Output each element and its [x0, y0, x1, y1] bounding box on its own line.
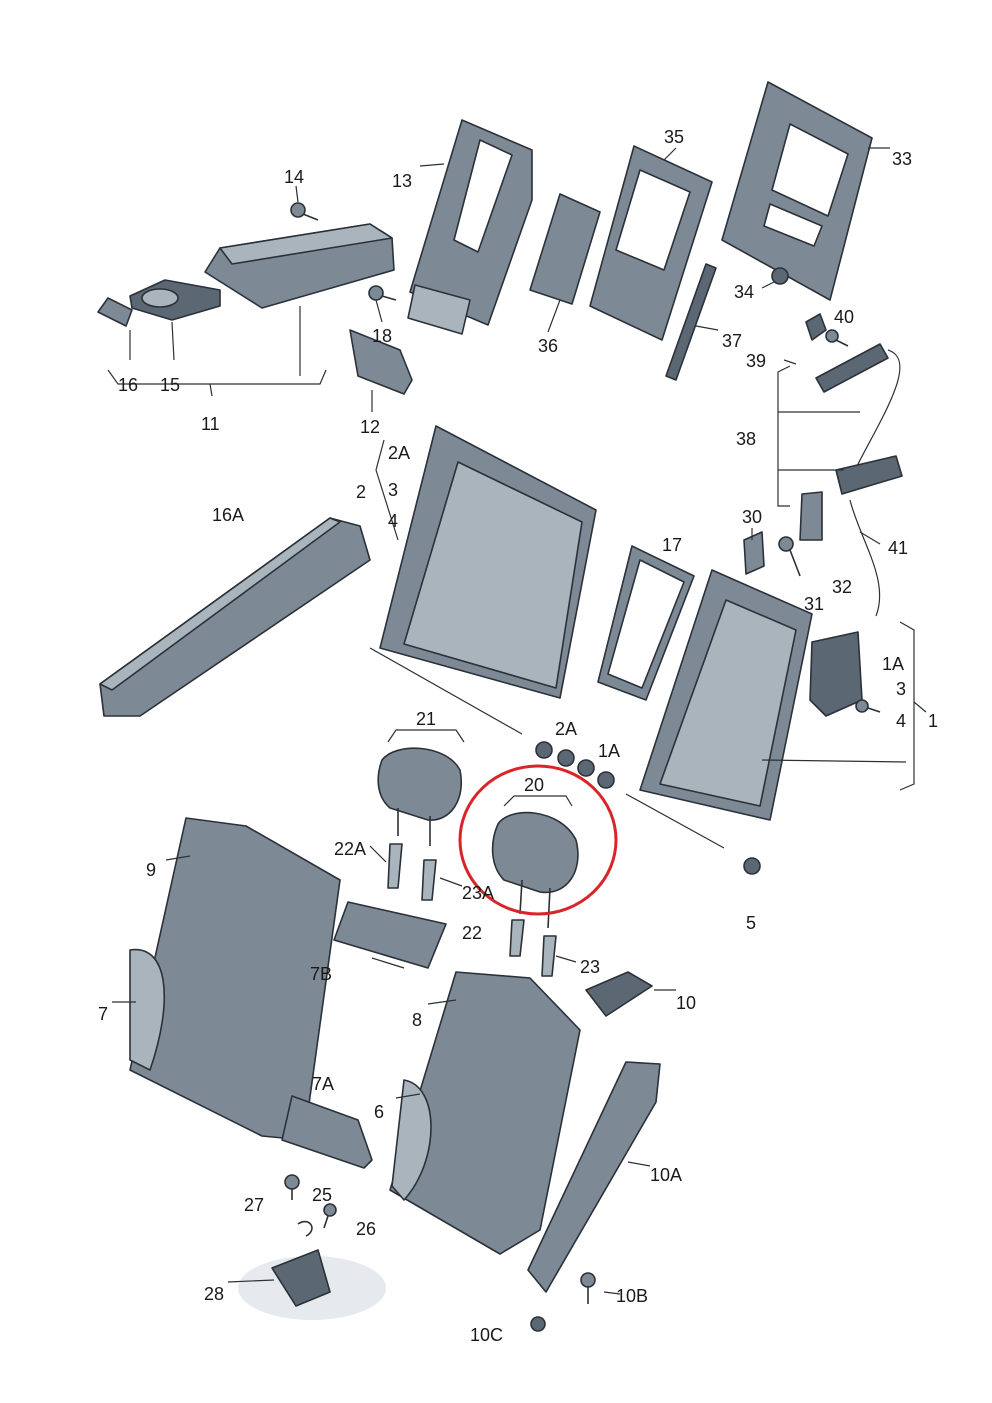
nut-34 [771, 267, 789, 285]
label-38: 38 [736, 429, 757, 449]
label-35: 35 [664, 127, 685, 147]
label-9: 9 [146, 860, 157, 880]
clip-25 [297, 1220, 313, 1237]
label-14: 14 [284, 167, 305, 187]
label-23: 23 [580, 957, 601, 977]
panel-7B [333, 901, 447, 969]
label-40: 40 [834, 307, 855, 327]
armrest-assembly [97, 223, 395, 327]
headrest-21 [377, 747, 463, 846]
frame-35 [589, 145, 713, 341]
label-37: 37 [722, 331, 743, 351]
seat-frame-33 [721, 81, 873, 301]
screw-10B [580, 1272, 596, 1304]
highlight-circle [458, 764, 618, 916]
screw-27 [284, 1174, 300, 1200]
label-7B: 7B [310, 964, 333, 984]
bushings-2A-1A [535, 741, 615, 789]
label-10A: 10A [650, 1165, 683, 1185]
label-26: 26 [356, 1219, 377, 1239]
cover-10 [585, 971, 653, 1017]
label-39: 39 [746, 351, 767, 371]
screw-40 [825, 329, 849, 347]
label-31: 31 [804, 594, 825, 614]
center-armrest-16A [99, 517, 371, 717]
guide-sleeves [387, 843, 557, 977]
label-5: 5 [746, 913, 757, 933]
label-33: 33 [892, 149, 913, 169]
label-32: 32 [832, 577, 853, 597]
cover-12 [349, 329, 413, 395]
label-12: 12 [360, 417, 381, 437]
label-7A: 7A [312, 1074, 335, 1094]
label-23A: 23A [462, 883, 495, 903]
backrest-cover-7 [129, 817, 341, 1141]
label-20: 20 [524, 775, 545, 795]
clip-39 [805, 313, 827, 341]
label-18: 18 [372, 326, 393, 346]
screw-4-right [855, 699, 881, 713]
cable-41 [849, 499, 881, 617]
label-41: 41 [888, 538, 909, 558]
strip-37 [665, 263, 717, 381]
label-36: 36 [538, 336, 559, 356]
screw-26 [323, 1203, 337, 1229]
bracket-30 [743, 531, 765, 575]
label-22A: 22A [334, 839, 367, 859]
label-2A: 2A [388, 443, 411, 463]
label-2A-bushing: 2A [555, 719, 578, 739]
screw-31 [778, 536, 801, 577]
label-1A-bushing: 1A [598, 741, 621, 761]
side-panel-10A [527, 1061, 661, 1293]
label-1A: 1A [882, 654, 905, 674]
backrest-frame-1 [625, 569, 813, 849]
screw-14 [290, 202, 319, 221]
label-6: 6 [374, 1102, 385, 1122]
backrest-frame-panel-13 [407, 119, 533, 335]
label-11: 11 [201, 414, 220, 434]
washer-5 [743, 857, 761, 875]
release-cable-38 [815, 343, 903, 495]
label-8: 8 [412, 1010, 423, 1030]
label-3: 3 [388, 480, 399, 500]
label-34: 34 [734, 282, 755, 302]
label-2: 2 [356, 482, 367, 502]
label-4: 4 [388, 511, 399, 531]
bracket-1A [809, 631, 863, 717]
label-3-right: 3 [896, 679, 907, 699]
label-25: 25 [312, 1185, 333, 1205]
label-15: 15 [160, 375, 181, 395]
label-10C: 10C [470, 1325, 504, 1345]
leader-lines [107, 147, 927, 1295]
label-16: 16 [118, 375, 139, 395]
hinge-28 [238, 1249, 386, 1320]
label-17: 17 [662, 535, 683, 555]
label-4-right: 4 [896, 711, 907, 731]
cover-32 [799, 491, 823, 541]
label-1: 1 [928, 711, 939, 731]
label-28: 28 [204, 1284, 225, 1304]
label-30: 30 [742, 507, 763, 527]
label-7: 7 [98, 1004, 109, 1024]
nut-10C [530, 1316, 546, 1332]
backrest-cover-6 [389, 971, 581, 1255]
label-22: 22 [462, 923, 483, 943]
label-16A: 16A [212, 505, 245, 525]
label-27: 27 [244, 1195, 265, 1215]
backrest-frame-2 [369, 425, 597, 735]
cover-7A [281, 1095, 373, 1169]
label-13: 13 [392, 171, 413, 191]
label-21: 21 [416, 709, 437, 729]
label-10B: 10B [616, 1286, 649, 1306]
pad-17 [597, 545, 695, 701]
pad-36 [529, 193, 601, 305]
headrest-20 [491, 811, 579, 929]
label-10: 10 [676, 993, 697, 1013]
screw-18 [368, 285, 397, 301]
